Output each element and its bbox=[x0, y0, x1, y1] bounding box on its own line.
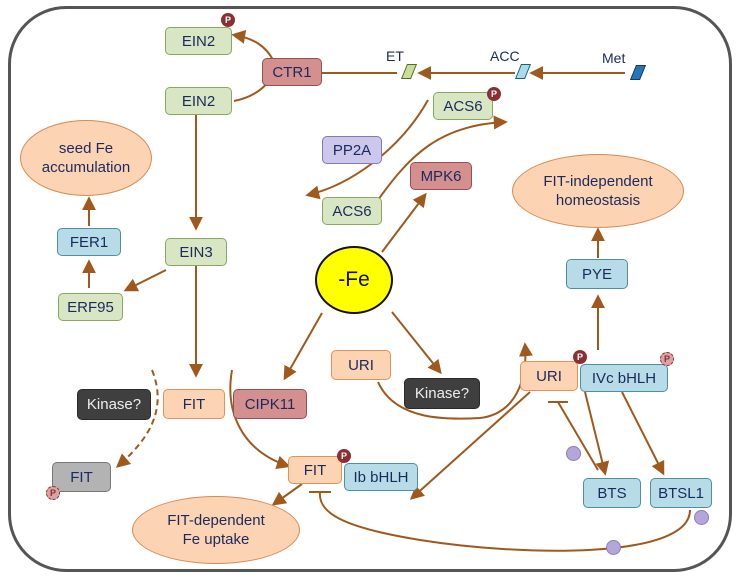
arrow-ein3-erf95 bbox=[123, 269, 167, 292]
uri-right-node: URI bbox=[520, 361, 578, 391]
arrow-fe-kinase bbox=[391, 311, 442, 375]
fit-gray-phospho-badge: P bbox=[46, 486, 60, 500]
ivc-bhlh-node: IVc bHLH bbox=[580, 364, 668, 392]
arrow-fit-fitcomplex bbox=[229, 369, 291, 470]
cipk11-node: CIPK11 bbox=[233, 389, 307, 419]
marker-dot bbox=[606, 540, 621, 555]
pp2a-node: PP2A bbox=[322, 136, 382, 164]
uri-left-node: URI bbox=[331, 350, 391, 380]
bts-node: BTS bbox=[583, 478, 641, 508]
inhibit-bts-uri bbox=[557, 401, 599, 471]
fit-independent-homeostasis-outcome: FIT-independent homeostasis bbox=[512, 154, 684, 228]
fer1-node: FER1 bbox=[57, 228, 121, 256]
ein2-top-node: EIN2 bbox=[165, 27, 232, 55]
iron-deficiency-signal: -Fe bbox=[315, 246, 393, 314]
uri-phospho-badge: P bbox=[573, 350, 587, 364]
acs6-top-node: ACS6 bbox=[433, 92, 493, 120]
pye-node: PYE bbox=[566, 259, 628, 289]
ein2-bottom-node: EIN2 bbox=[165, 87, 232, 115]
marker-dot bbox=[566, 446, 581, 461]
arrow-acs6-bottom-to-top bbox=[377, 115, 508, 201]
fit-center-node: FIT bbox=[163, 389, 225, 419]
ctr1-node: CTR1 bbox=[262, 58, 322, 86]
acs6-bottom-node: ACS6 bbox=[322, 197, 382, 225]
et-label: ET bbox=[386, 48, 404, 64]
ivc-phospho-badge: P bbox=[660, 352, 674, 366]
arrow-uri-fitcomplex bbox=[409, 391, 531, 500]
fit-complex-phospho-badge: P bbox=[337, 449, 351, 463]
mpk6-node: MPK6 bbox=[410, 162, 472, 190]
met-label: Met bbox=[602, 50, 626, 66]
kinase-left-node: Kinase? bbox=[77, 389, 151, 420]
acs6-phospho-badge: P bbox=[487, 87, 501, 101]
erf95-node: ERF95 bbox=[58, 293, 123, 321]
arrow-ivc-bts bbox=[584, 391, 610, 476]
ein2-phospho-badge: P bbox=[221, 13, 235, 27]
arrow-ivc-btsl1 bbox=[621, 391, 665, 476]
fit-dependent-fe-uptake-outcome: FIT-dependent Fe uptake bbox=[132, 496, 300, 564]
arrow-fit-degradation bbox=[115, 369, 159, 468]
arrow-fe-mpk6 bbox=[381, 192, 427, 253]
ein3-node: EIN3 bbox=[165, 238, 227, 266]
btsl1-node: BTSL1 bbox=[650, 478, 712, 508]
kinase-right-node: Kinase? bbox=[404, 378, 480, 409]
fit-degraded-node: FIT bbox=[52, 462, 111, 492]
seed-fe-accumulation-outcome: seed Fe accumulation bbox=[20, 120, 152, 196]
inhibit-btsl1-fit bbox=[318, 491, 691, 552]
arrow-fitcomplex-uptake bbox=[271, 483, 303, 506]
ib-bhlh-node: Ib bHLH bbox=[344, 463, 418, 491]
fit-complex-node: FIT bbox=[288, 456, 342, 484]
marker-dot bbox=[694, 510, 709, 525]
arrow-fe-cipk11 bbox=[283, 312, 323, 381]
acc-label: ACC bbox=[490, 48, 520, 64]
